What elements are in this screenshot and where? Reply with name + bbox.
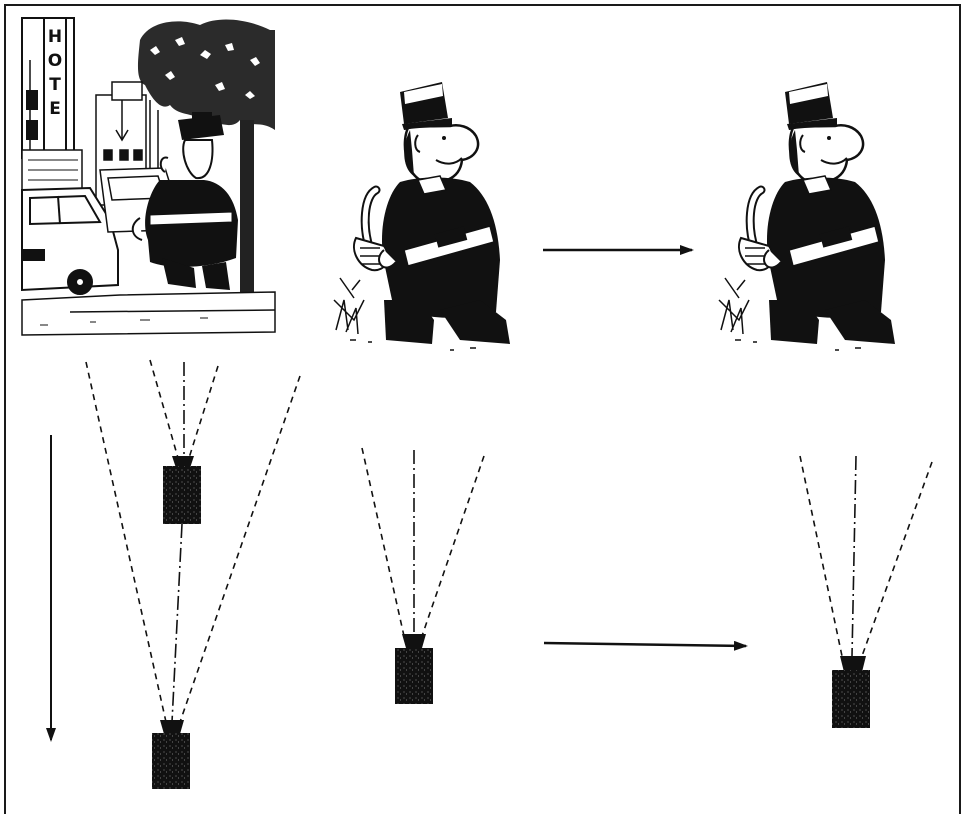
hotel-sign-letter-e: E: [49, 99, 61, 119]
sidewalk: [21, 291, 276, 336]
camera-middle: [395, 634, 433, 704]
camera-left-far: [152, 720, 190, 789]
parked-car: [21, 186, 119, 295]
street-scene-illustration: H O T E: [21, 17, 277, 338]
small-policeman: [131, 112, 238, 290]
camera-diagram-right: [799, 455, 933, 657]
camera-left-near: [163, 456, 201, 524]
tree-canopy: [137, 19, 275, 131]
shop-front: [21, 149, 83, 191]
hotel-building: H O T E: [21, 17, 75, 159]
camera-diagram-left: [85, 359, 301, 723]
policeman-illustration-right: [719, 82, 895, 350]
hotel-sign-letter-t: T: [49, 75, 61, 95]
camera-right: [832, 656, 870, 728]
hotel-sign-letter-o: O: [48, 51, 62, 71]
camera-diagram-middle: [361, 447, 485, 637]
arrow-bottom-right: [543, 640, 748, 651]
figure-frame: [4, 4, 961, 814]
hotel-sign-letter-h: H: [48, 27, 62, 47]
policeman-illustration-middle: [333, 82, 510, 351]
tree-trunk: [240, 120, 254, 300]
